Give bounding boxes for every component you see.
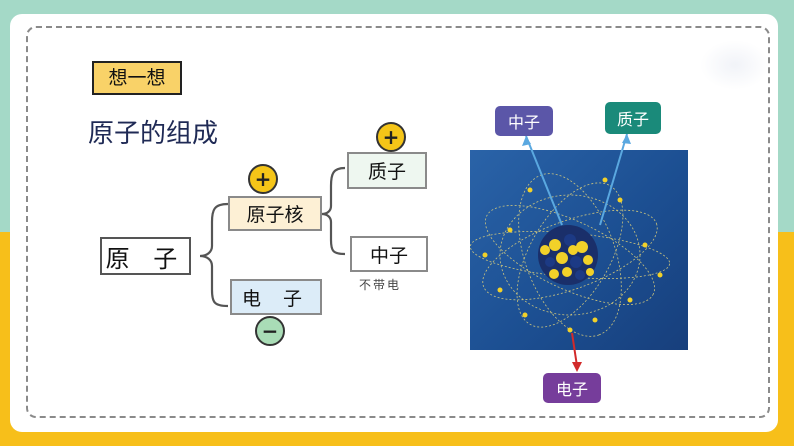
proton-pointer: [599, 133, 628, 226]
left-brace: [199, 202, 229, 308]
atom-model-svg: [470, 173, 671, 337]
negative-charge-electron-icon: −: [255, 316, 285, 346]
label-proton: 质子: [605, 102, 661, 134]
label-electron: 电子: [543, 373, 601, 403]
slide-heading: 原子的组成: [88, 119, 219, 149]
neutron-pointer: [525, 135, 563, 226]
slide-dashed-border: [26, 26, 770, 418]
proton-box: 质子: [347, 152, 427, 189]
atom-box: 原 子: [100, 237, 191, 275]
neutron-box: 中子: [350, 236, 428, 272]
electron-pointer: [571, 332, 578, 367]
electron-box: 电 子: [230, 279, 322, 315]
neutron-note: 不带电: [359, 278, 402, 292]
nucleus-box: 原子核: [228, 196, 322, 231]
atom-illustration: [470, 150, 688, 350]
right-brace: [321, 166, 346, 256]
label-neutron: 中子: [495, 106, 553, 136]
positive-charge-nucleus-icon: +: [248, 164, 278, 194]
positive-charge-proton-icon: +: [376, 122, 406, 152]
cloud-decoration: [700, 40, 770, 90]
nucleus-cluster: [538, 225, 598, 285]
think-tag: 想一想: [92, 61, 182, 95]
electron-dots: [482, 177, 663, 333]
